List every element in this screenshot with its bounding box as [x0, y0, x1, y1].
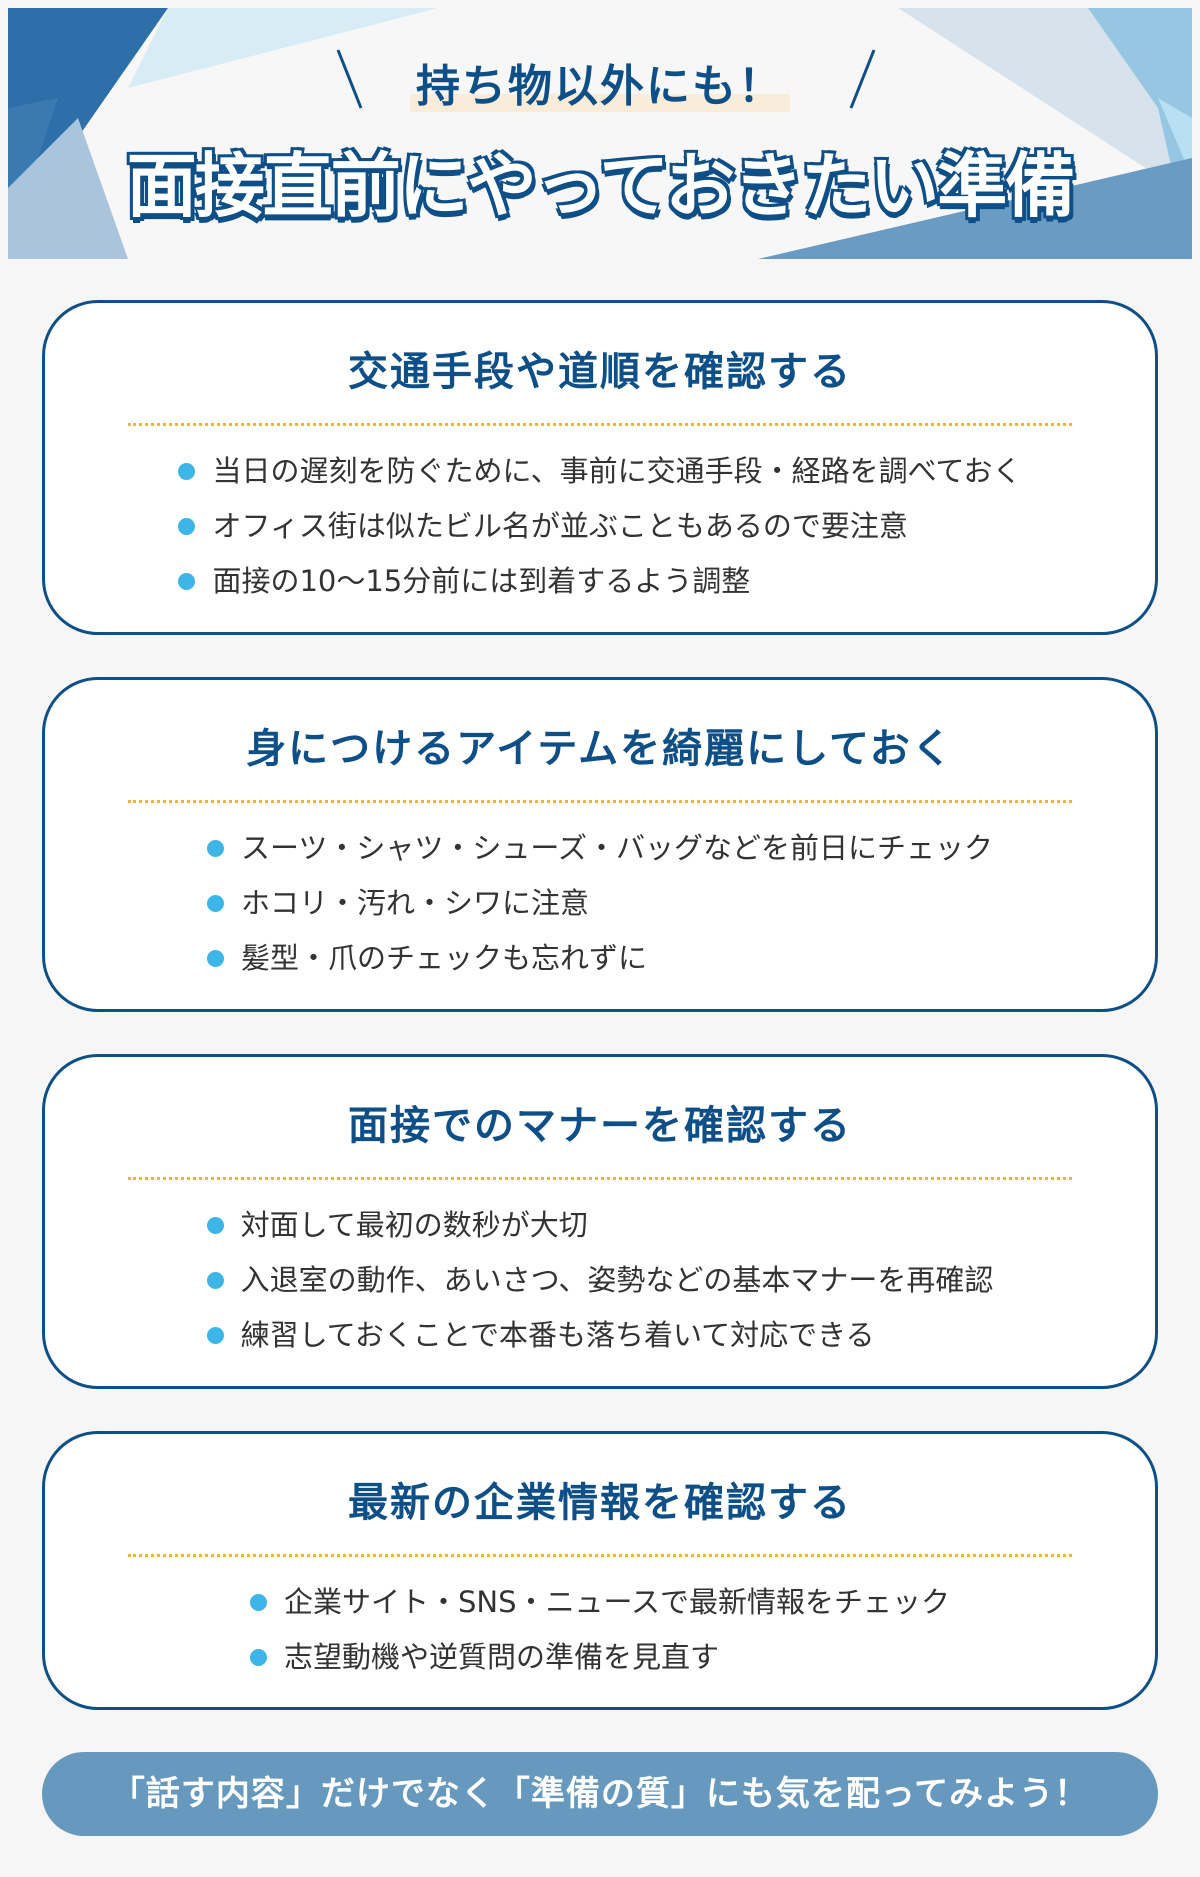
card-title: 身につけるアイテムを綺麗にしておく	[246, 726, 954, 772]
right-slash-decoration	[849, 49, 876, 109]
list-item: オフィス街は似たビル名が並ぶこともあるので要注意	[178, 499, 1021, 554]
bullet-list: 当日の遅刻を防ぐために、事前に交通手段・経路を調べておく オフィス街は似たビル名…	[178, 444, 1022, 609]
header-background-shapes	[8, 8, 1192, 259]
bullet-list: 対面して最初の数秒が大切 入退室の動作、あいさつ、姿勢などの基本マナーを再確認 …	[206, 1198, 994, 1363]
list-item: 当日の遅刻を防ぐために、事前に交通手段・経路を調べておく	[178, 444, 1022, 499]
left-slash-decoration	[336, 49, 363, 109]
card-appearance: 身につけるアイテムを綺麗にしておく スーツ・シャツ・シューズ・バッグなどを前日に…	[42, 677, 1158, 1012]
list-item: 髪型・爪のチェックも忘れずに	[207, 931, 993, 986]
list-item: 入退室の動作、あいさつ、姿勢などの基本マナーを再確認	[206, 1253, 993, 1308]
list-item: 企業サイト・SNS・ニュースで最新情報をチェック	[249, 1575, 950, 1630]
dotted-divider	[128, 423, 1072, 426]
card-title: 面接でのマナーを確認する	[348, 1103, 852, 1149]
footer-message-banner: 「話す内容」だけでなく「準備の質」にも気を配ってみよう！	[42, 1752, 1158, 1836]
card-manners: 面接でのマナーを確認する 対面して最初の数秒が大切 入退室の動作、あいさつ、姿勢…	[42, 1054, 1158, 1389]
bullet-list: スーツ・シャツ・シューズ・バッグなどを前日にチェック ホコリ・汚れ・シワに注意 …	[207, 821, 993, 986]
card-title: 交通手段や道順を確認する	[348, 349, 852, 395]
list-item: 練習しておくことで本番も落ち着いて対応できる	[206, 1308, 994, 1363]
list-item: 志望動機や逆質問の準備を見直す	[249, 1630, 950, 1685]
list-item: スーツ・シャツ・シューズ・バッグなどを前日にチェック	[207, 821, 993, 876]
list-item: 対面して最初の数秒が大切	[206, 1198, 994, 1253]
card-transport: 交通手段や道順を確認する 当日の遅刻を防ぐために、事前に交通手段・経路を調べてお…	[42, 300, 1158, 635]
list-item: ホコリ・汚れ・シワに注意	[207, 876, 993, 931]
header-subtitle: 持ち物以外にも！	[8, 50, 1192, 114]
header-title: 面接直前にやっておきたい準備	[125, 144, 1076, 229]
card-company-info: 最新の企業情報を確認する 企業サイト・SNS・ニュースで最新情報をチェック 志望…	[42, 1431, 1158, 1710]
dotted-divider	[128, 1554, 1072, 1557]
card-title: 最新の企業情報を確認する	[348, 1480, 852, 1526]
bullet-list: 企業サイト・SNS・ニュースで最新情報をチェック 志望動機や逆質問の準備を見直す	[249, 1575, 950, 1685]
dotted-divider	[128, 800, 1072, 803]
header-banner: 持ち物以外にも！ 面接直前にやっておきたい準備	[8, 8, 1192, 259]
dotted-divider	[128, 1177, 1072, 1180]
list-item: 面接の10〜15分前には到着するよう調整	[178, 554, 1021, 609]
